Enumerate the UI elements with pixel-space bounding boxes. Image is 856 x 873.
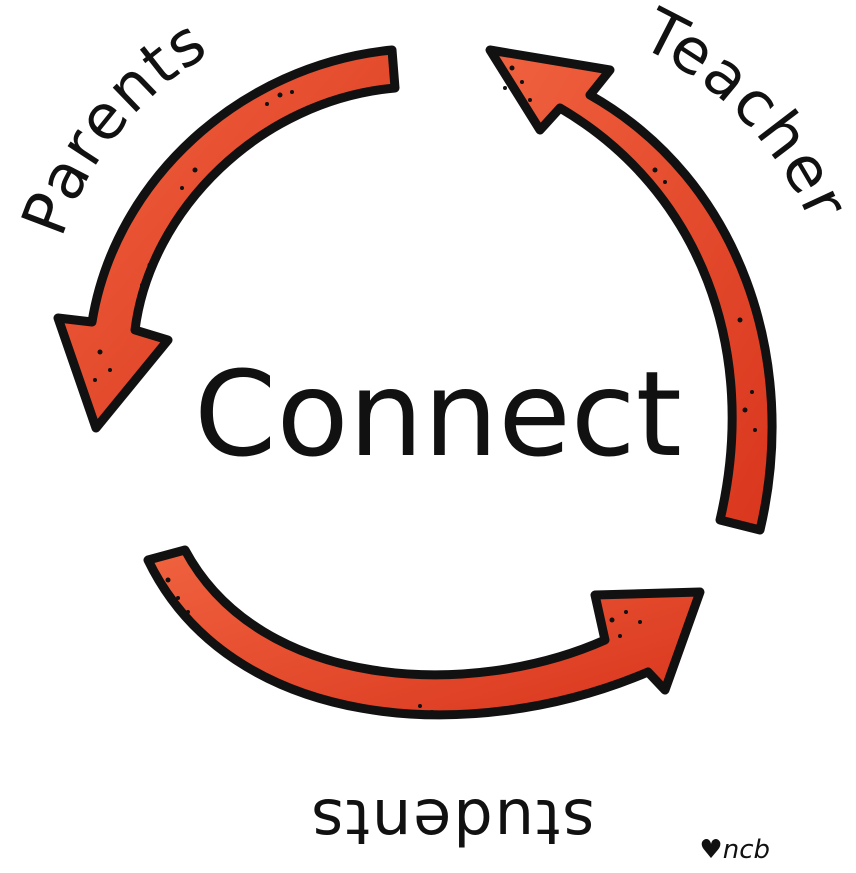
- arrow-students: [148, 550, 700, 715]
- center-label: Connect: [194, 345, 682, 483]
- students-label: students: [309, 785, 594, 858]
- credit-signature: ♥ncb: [699, 835, 770, 865]
